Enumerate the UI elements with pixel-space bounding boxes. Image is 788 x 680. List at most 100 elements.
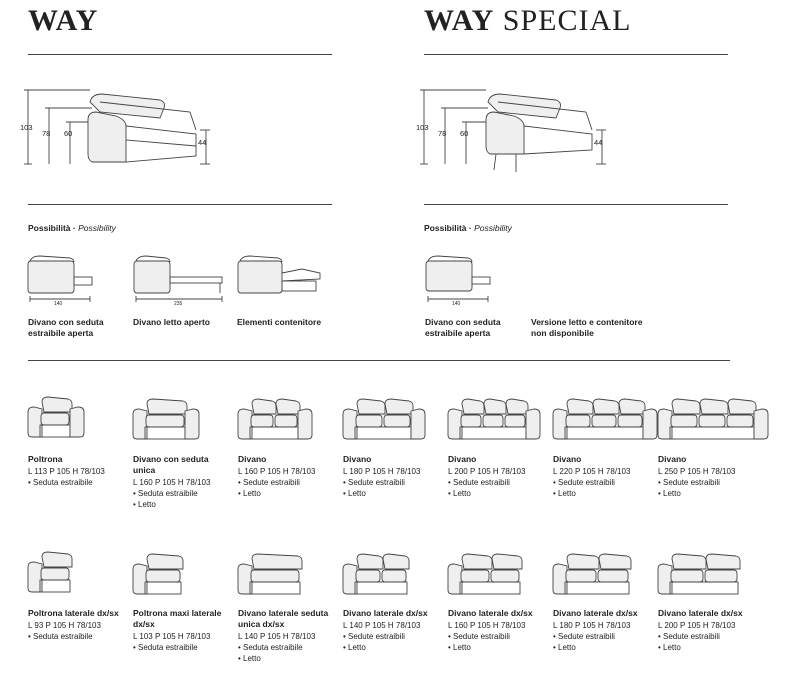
model-divano-laterale-180: Divano laterale dx/sx L 180 P 105 H 78/1… — [553, 608, 653, 653]
model-name: Divano con seduta unica — [133, 454, 209, 475]
model-name: Poltrona maxi laterale dx/sx — [133, 608, 222, 629]
way-title: WAY — [28, 6, 98, 36]
sofa-drawing-divano-180 — [342, 398, 426, 440]
way-side-view-drawing: 103 78 60 44 — [20, 89, 210, 165]
model-dims: L 140 P 105 H 78/103 — [238, 632, 316, 641]
way-special-dim-60: 60 — [460, 129, 468, 138]
model-dims: L 140 P 105 H 78/103 — [343, 621, 421, 630]
way-possibility-heading: Possibilità · Possibility — [28, 223, 116, 233]
way-option-measure-235: 235 — [174, 301, 183, 307]
model-name: Divano laterale dx/sx — [658, 608, 743, 618]
way-dim-78: 78 — [42, 129, 50, 138]
model-dims: L 200 P 105 H 78/103 — [448, 467, 526, 476]
way-special-side-view-drawing: 103 78 60 44 — [416, 89, 606, 172]
model-feature: • Seduta estraibile — [133, 643, 198, 652]
sofa-drawing-divano-laterale-140 — [342, 553, 410, 595]
model-dims: L 180 P 105 H 78/103 — [343, 467, 421, 476]
model-name: Divano — [448, 454, 477, 464]
model-dims: L 113 P 105 H 78/103 — [28, 467, 105, 476]
model-name: Divano — [343, 454, 372, 464]
model-feature: • Letto — [343, 643, 366, 652]
model-divano-200: Divano L 200 P 105 H 78/103 • Sedute est… — [448, 454, 548, 499]
way-option-bed-drawing: 235 — [133, 255, 223, 307]
model-feature: • Letto — [448, 643, 471, 652]
model-feature: • Sedute estraibili — [448, 632, 510, 641]
model-feature: • Sedute estraibili — [658, 478, 720, 487]
way-possibility-en: Possibility — [78, 223, 116, 233]
way-option-caption-1: Divano con seduta estraibile aperta — [28, 317, 104, 338]
model-feature: • Seduta estraibile — [133, 489, 198, 498]
model-feature: • Letto — [553, 643, 576, 652]
divider-top-left — [28, 54, 332, 55]
model-feature: • Letto — [448, 489, 471, 498]
sofa-drawing-divano-laterale-seduta-unica — [237, 553, 303, 595]
model-poltrona: Poltrona L 113 P 105 H 78/103 • Seduta e… — [28, 454, 128, 488]
model-dims: L 93 P 105 H 78/103 — [28, 621, 101, 630]
way-option-caption-2: Divano letto aperto — [133, 317, 210, 327]
model-name: Poltrona — [28, 454, 63, 464]
special-possibility-heading: Possibilità · Possibility — [424, 223, 512, 233]
model-dims: L 200 P 105 H 78/103 — [658, 621, 736, 630]
sofa-drawing-poltrona — [27, 396, 85, 438]
sofa-drawing-divano-160 — [237, 398, 313, 440]
model-dims: L 250 P 105 H 78/103 — [658, 467, 736, 476]
sofa-drawing-divano-250 — [657, 398, 769, 440]
model-divano-seduta-unica: Divano con seduta unica L 160 P 105 H 78… — [133, 454, 233, 510]
model-dims: L 220 P 105 H 78/103 — [553, 467, 631, 476]
way-special-title-rest: SPECIAL — [502, 4, 632, 37]
model-divano-220: Divano L 220 P 105 H 78/103 • Sedute est… — [553, 454, 653, 499]
way-option-container-drawing — [237, 255, 321, 294]
sofa-drawing-poltrona-laterale — [27, 551, 73, 593]
model-poltrona-maxi-laterale: Poltrona maxi laterale dx/sx L 103 P 105… — [133, 608, 229, 653]
model-feature: • Sedute estraibili — [238, 478, 300, 487]
way-special-dim-78: 78 — [438, 129, 446, 138]
sofa-drawing-divano-220 — [552, 398, 658, 440]
sofa-drawing-divano-seduta-unica — [132, 398, 200, 440]
model-feature: • Seduta estraibile — [28, 632, 93, 641]
model-poltrona-laterale: Poltrona laterale dx/sx L 93 P 105 H 78/… — [28, 608, 128, 642]
model-feature: • Sedute estraibili — [553, 632, 615, 641]
model-divano-laterale-140: Divano laterale dx/sx L 140 P 105 H 78/1… — [343, 608, 443, 653]
model-feature: • Seduta estraibile — [238, 643, 303, 652]
model-name: Divano — [553, 454, 582, 464]
model-feature: • Sedute estraibili — [343, 632, 405, 641]
special-possibility-en: Possibility — [474, 223, 512, 233]
model-feature: • Letto — [238, 654, 261, 663]
model-feature: • Seduta estraibile — [28, 478, 93, 487]
way-option-caption-3: Elementi contenitore — [237, 317, 322, 327]
model-dims: L 180 P 105 H 78/103 — [553, 621, 631, 630]
divider-mid-left — [28, 204, 332, 205]
model-divano-laterale-200: Divano laterale dx/sx L 200 P 105 H 78/1… — [658, 608, 758, 653]
way-special-title-bold: WAY — [424, 4, 495, 37]
special-option-caption-2: Versione letto e contenitore non disponi… — [531, 317, 643, 338]
model-dims: L 160 P 105 H 78/103 — [133, 478, 211, 487]
sofa-drawing-divano-200 — [447, 398, 541, 440]
model-divano-180: Divano L 180 P 105 H 78/103 • Sedute est… — [343, 454, 443, 499]
divider-models — [28, 360, 730, 361]
way-dim-60: 60 — [64, 129, 72, 138]
model-feature: • Sedute estraibili — [448, 478, 510, 487]
divider-top-right — [424, 54, 728, 55]
model-feature: • Letto — [238, 489, 261, 498]
model-divano-laterale-seduta-unica: Divano laterale seduta unica dx/sx L 140… — [238, 608, 334, 664]
special-option-extractable-drawing: 140 — [425, 255, 491, 307]
model-feature: • Letto — [658, 489, 681, 498]
way-possibility-label: Possibilità — [28, 223, 71, 233]
way-option-extractable-drawing: 140 — [27, 255, 93, 307]
model-dims: L 160 P 105 H 78/103 — [238, 467, 316, 476]
special-possibility-label: Possibilità — [424, 223, 467, 233]
special-option-measure-140: 140 — [452, 301, 461, 307]
model-feature: • Sedute estraibili — [553, 478, 615, 487]
model-feature: • Letto — [553, 489, 576, 498]
way-option-measure-140: 140 — [54, 301, 63, 307]
model-name: Divano laterale seduta unica dx/sx — [238, 608, 329, 629]
model-dims: L 160 P 105 H 78/103 — [448, 621, 526, 630]
sofa-drawing-poltrona-maxi-laterale — [132, 553, 184, 595]
way-dim-103: 103 — [20, 123, 33, 132]
model-feature: • Letto — [343, 489, 366, 498]
model-feature: • Sedute estraibili — [343, 478, 405, 487]
way-special-title: WAY SPECIAL — [424, 6, 631, 36]
way-special-dim-44: 44 — [594, 138, 602, 147]
model-divano-250: Divano L 250 P 105 H 78/103 • Sedute est… — [658, 454, 758, 499]
sofa-drawing-divano-laterale-180 — [552, 553, 632, 595]
